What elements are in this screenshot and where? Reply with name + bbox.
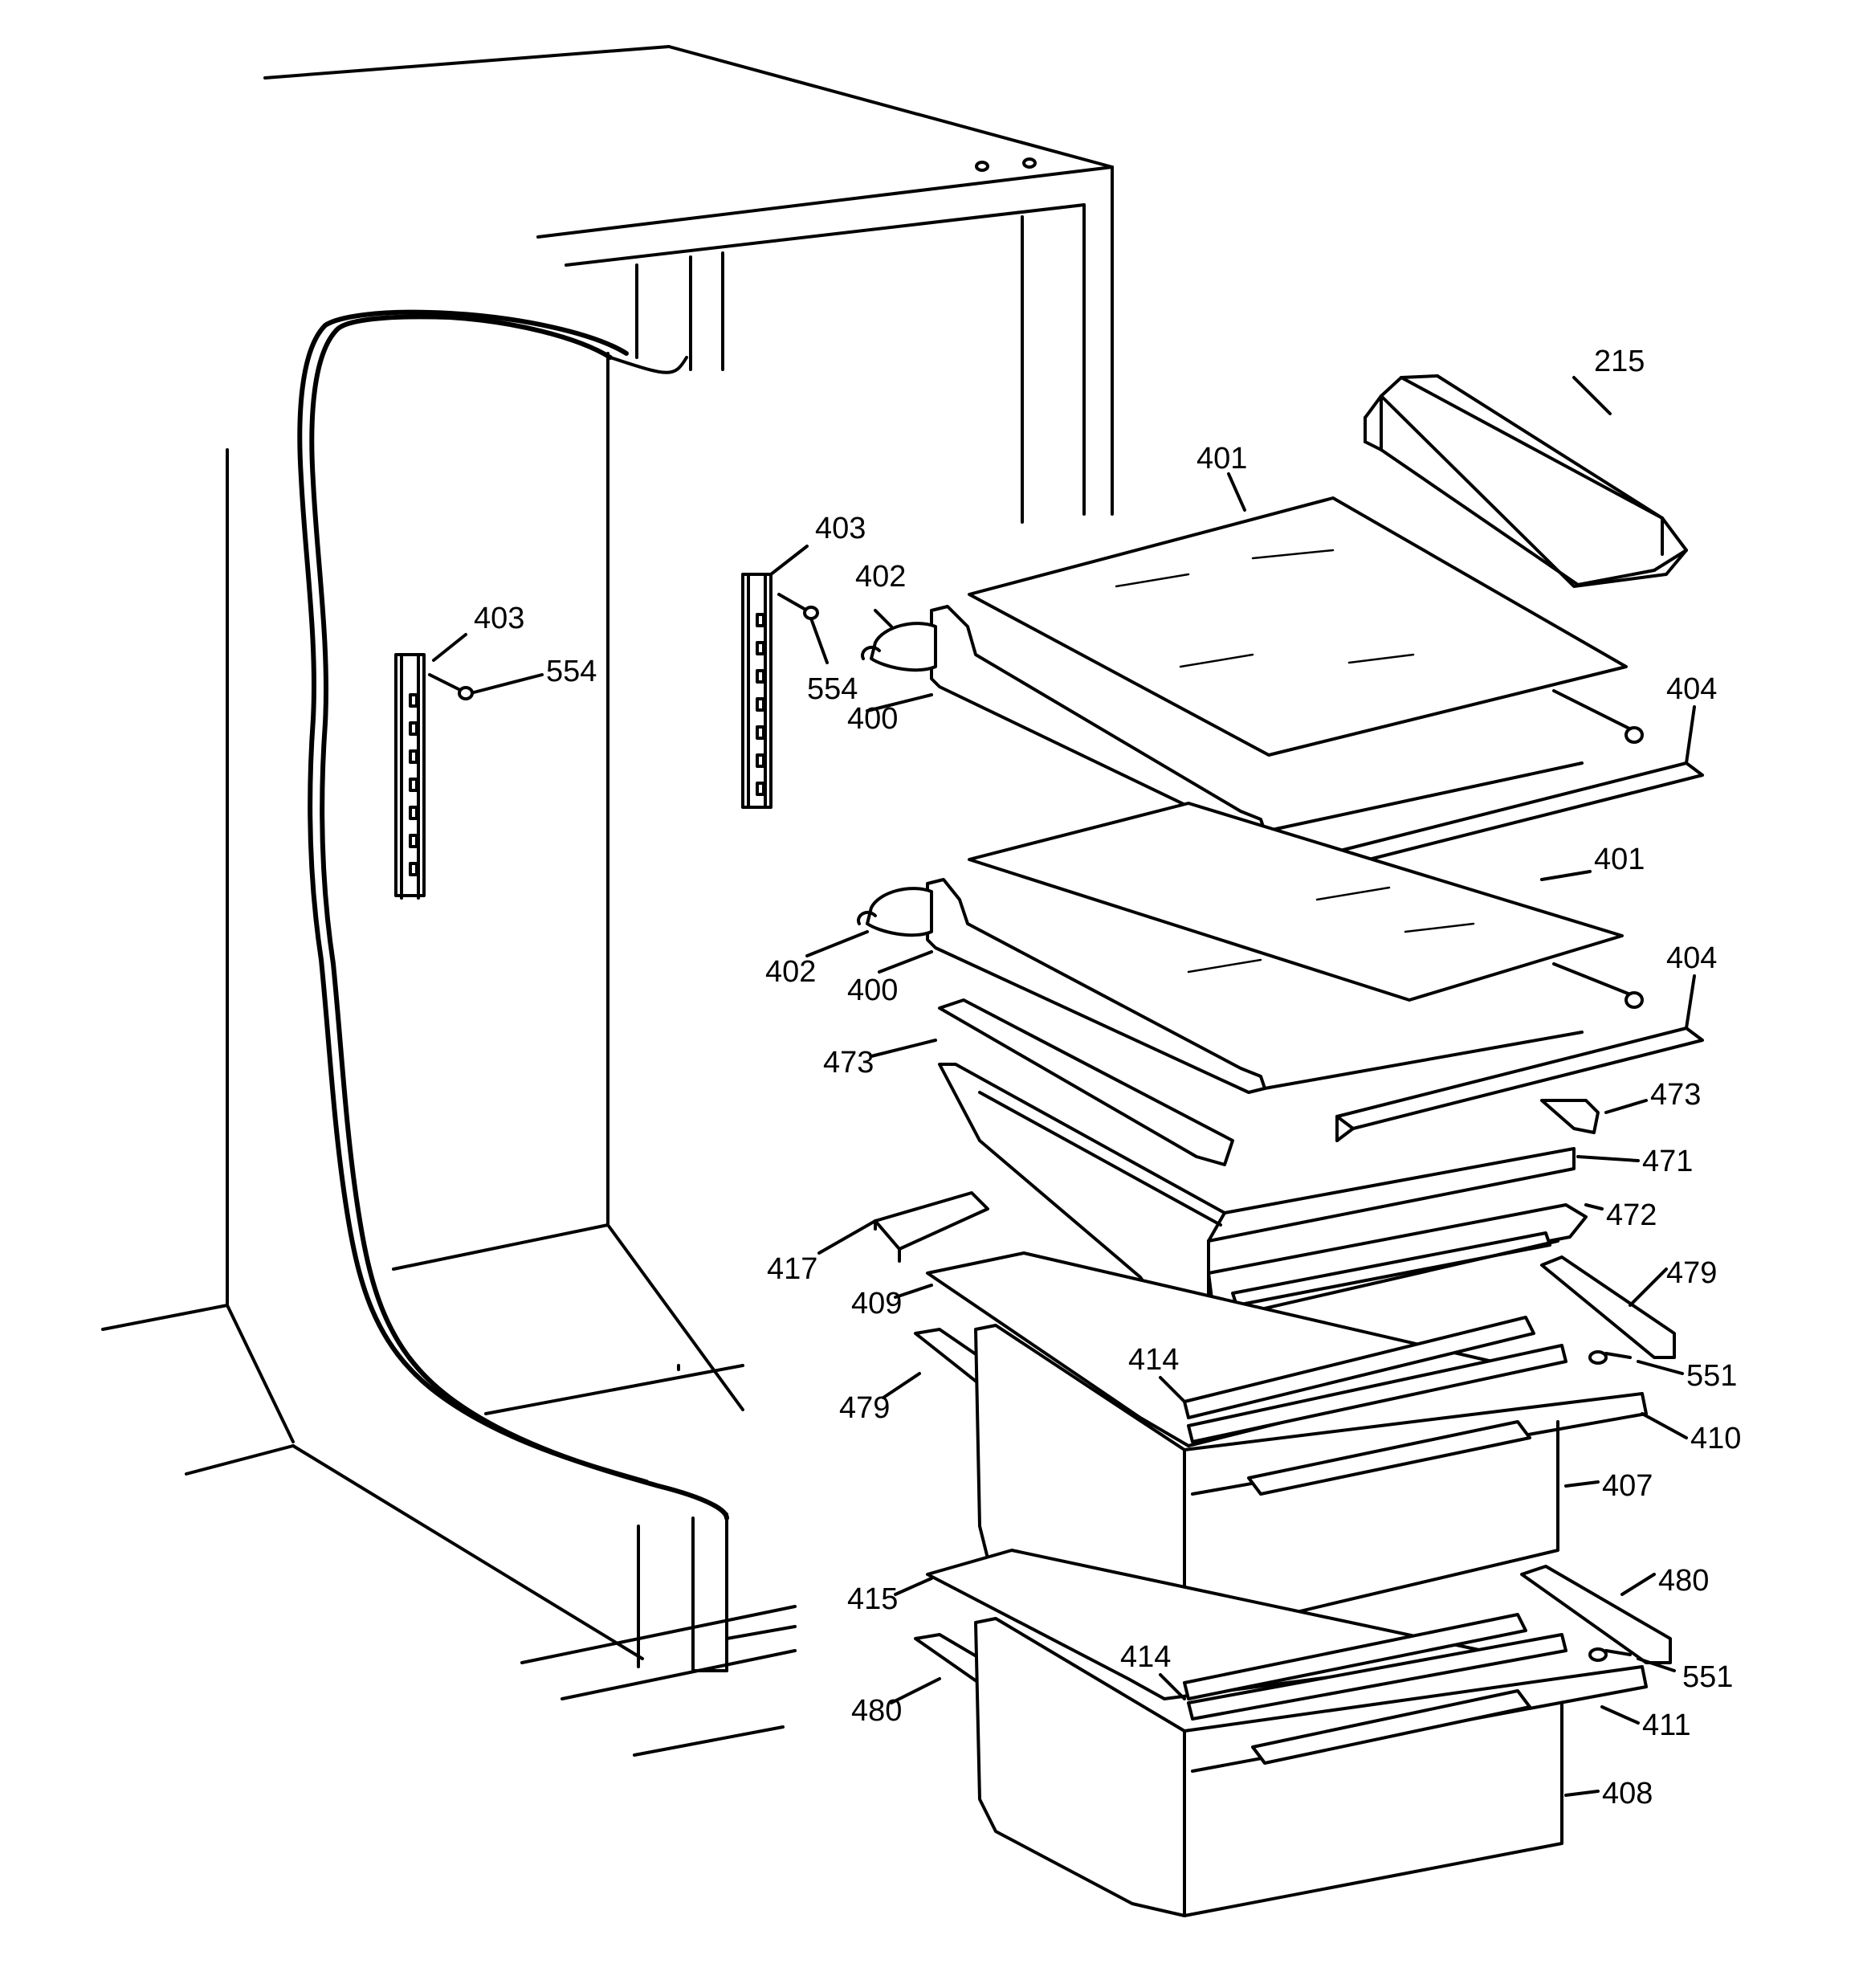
meat-pan-471: [938, 1063, 1576, 1323]
label-479-right: 479: [1666, 1256, 1717, 1290]
screw-551-upper: [1588, 1350, 1632, 1365]
label-408: 408: [1602, 1777, 1653, 1810]
label-407: 407: [1602, 1469, 1653, 1503]
shelf-frame-upper: [930, 605, 1644, 837]
label-473-left: 473: [823, 1046, 874, 1080]
divider-414-upper: [1183, 1316, 1567, 1443]
glass-shelf-lower: [968, 802, 1624, 1002]
label-404-upper: 404: [1666, 672, 1717, 706]
cabinet-outline: [101, 45, 1114, 1757]
label-409: 409: [851, 1287, 902, 1321]
label-480-left: 480: [851, 1694, 902, 1728]
pan-support-473-left: [938, 998, 1234, 1166]
glass-shelf-upper: [968, 496, 1628, 757]
label-401-lower: 401: [1594, 843, 1645, 876]
screw-554-right: [777, 593, 819, 620]
label-410: 410: [1690, 1422, 1741, 1455]
label-215: 215: [1594, 345, 1645, 378]
label-402-upper: 402: [855, 560, 906, 594]
label-479-left: 479: [839, 1391, 890, 1425]
label-403-right: 403: [815, 512, 866, 545]
screw-551-lower: [1588, 1647, 1632, 1662]
slide-480-right: [1520, 1565, 1672, 1664]
shelf-support-402-upper: [861, 622, 937, 672]
shelf-trim-404-lower: [1335, 1027, 1704, 1142]
label-402-lower: 402: [765, 955, 816, 989]
label-411: 411: [1642, 1708, 1691, 1742]
part-labels: 215 401 403 402 403 554 554 400 404 401 …: [474, 345, 1741, 1810]
shelf-rail-right: [741, 573, 773, 809]
label-480-right: 480: [1658, 1564, 1709, 1598]
screw-554-left: [428, 673, 474, 700]
leader-lines: [432, 376, 1696, 1797]
label-403-left: 403: [474, 602, 524, 635]
door-bin-215: [1364, 374, 1688, 588]
label-551-upper: 551: [1686, 1359, 1737, 1393]
label-554-right: 554: [807, 672, 858, 706]
shelf-trim-404-upper: [1335, 761, 1704, 877]
divider-414-lower: [1183, 1613, 1567, 1721]
label-401-upper: 401: [1196, 442, 1247, 476]
label-415: 415: [847, 1582, 898, 1616]
label-473-right: 473: [1650, 1078, 1701, 1112]
shelf-frame-lower: [926, 878, 1644, 1094]
shelf-support-402-lower: [857, 887, 933, 937]
label-404-lower: 404: [1666, 941, 1717, 975]
label-400-lower: 400: [847, 974, 898, 1007]
cutaway-edge: [297, 309, 729, 1521]
slide-479-right: [1540, 1255, 1676, 1359]
slide-417: [874, 1191, 989, 1263]
shelf-rail-left: [394, 653, 426, 900]
label-554-left: 554: [546, 655, 597, 688]
label-551-lower: 551: [1682, 1660, 1733, 1694]
label-417: 417: [767, 1252, 817, 1286]
pan-support-473-right: [1540, 1099, 1600, 1134]
label-472: 472: [1606, 1198, 1657, 1232]
label-414-upper: 414: [1128, 1343, 1179, 1377]
label-400-upper: 400: [847, 702, 898, 736]
crisper-drawer-408: [974, 1617, 1648, 1917]
label-471: 471: [1642, 1145, 1693, 1178]
label-414-lower: 414: [1120, 1640, 1171, 1674]
